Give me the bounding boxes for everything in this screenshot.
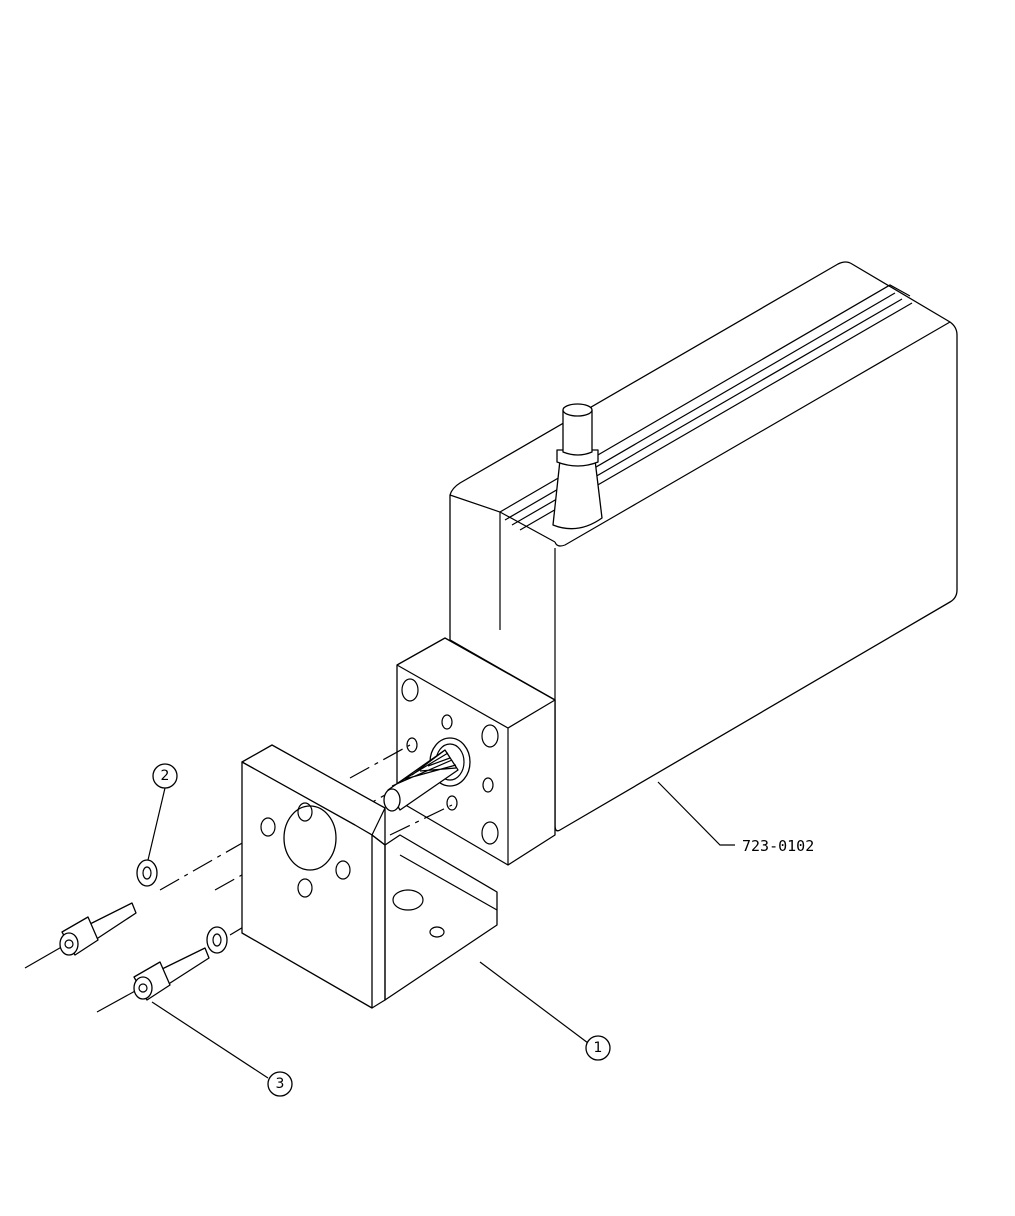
leader-line-2	[147, 787, 166, 861]
balloon-3: 3	[267, 1071, 293, 1097]
balloon-2: 2	[152, 763, 178, 789]
screw-lower	[96, 947, 210, 1013]
leader-line-1	[479, 961, 589, 1044]
balloon-label: 1	[594, 1040, 603, 1056]
part-number-label: 723-0102	[742, 837, 814, 855]
washer-upper	[136, 859, 158, 887]
balloon-label: 2	[161, 768, 170, 784]
leader-line-part-number	[657, 781, 735, 846]
balloon-label: 3	[276, 1076, 285, 1092]
balloon-1: 1	[585, 1035, 611, 1061]
threaded-shaft	[383, 749, 459, 812]
leader-line-3	[151, 1001, 269, 1079]
centerline	[349, 744, 411, 779]
washer-lower	[206, 926, 228, 954]
centerline	[389, 804, 453, 836]
centerline	[159, 829, 266, 891]
motor-post	[552, 403, 603, 530]
mounting-bracket	[241, 744, 498, 1009]
motor-body	[449, 261, 958, 832]
adapter-block	[396, 637, 556, 866]
screw-upper	[24, 902, 137, 969]
